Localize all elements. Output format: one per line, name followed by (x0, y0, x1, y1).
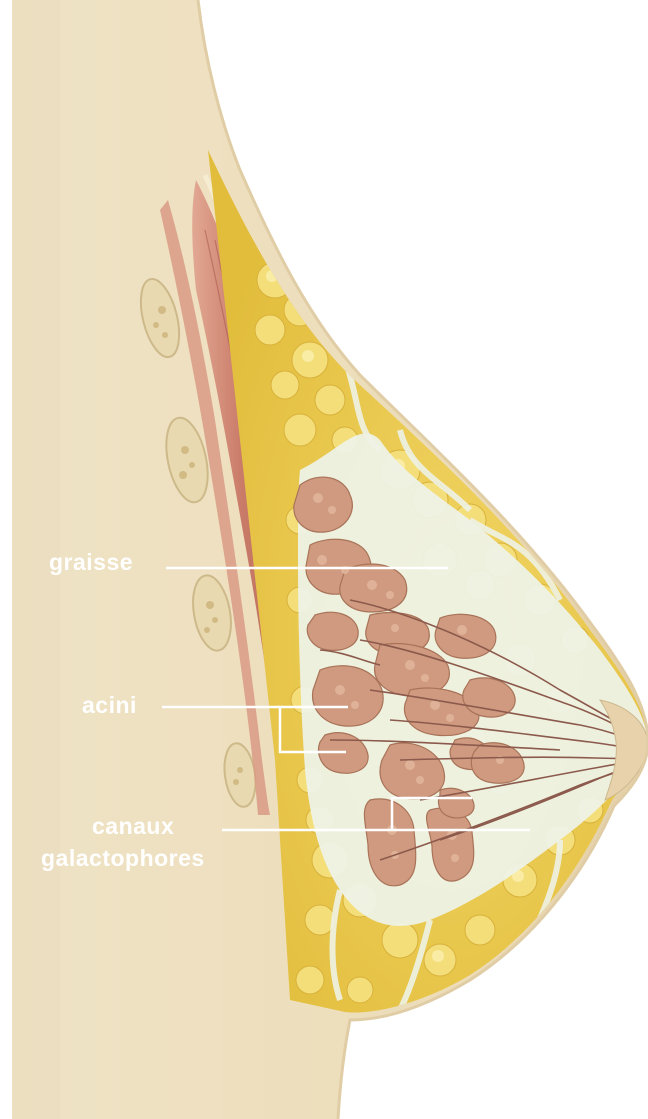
acinus-cluster (435, 614, 496, 658)
label-galactophores: galactophores (41, 845, 205, 871)
acinus-cluster (294, 477, 353, 532)
label-canaux: canaux (92, 813, 174, 839)
label-graisse: graisse (49, 549, 133, 575)
label-acini: acini (82, 692, 137, 718)
acinus-cluster (307, 612, 358, 650)
